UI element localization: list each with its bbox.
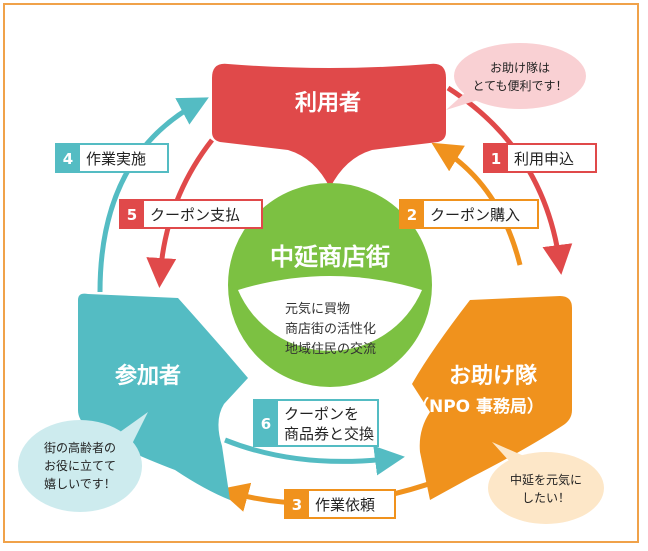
step-label: クーポン購入 xyxy=(430,206,520,224)
node-user-label: 利用者 xyxy=(295,91,361,116)
bubble-participant: 街の高齢者の お役に立てて 嬉しいです！ xyxy=(18,412,148,512)
step-label: 作業依頼 xyxy=(315,496,375,514)
step-3: 3 作業依頼 xyxy=(284,489,396,519)
bubble-user: お助け隊は とても便利です！ xyxy=(446,43,586,110)
bubble-line: お助け隊は xyxy=(490,60,550,75)
diagram-frame xyxy=(3,3,639,543)
node-user: 利用者 xyxy=(212,63,446,188)
center-item: 商店街の活性化 xyxy=(285,322,376,337)
node-center: 中延商店街 元気に買物 商店街の活性化 地域住民の交流 xyxy=(228,183,432,387)
step-6: 6 クーポンを 商品券と交換 xyxy=(253,399,379,447)
node-helper: お助け隊 （NPO 事務局） xyxy=(412,296,572,500)
step-label: 利用申込 xyxy=(514,150,574,168)
bubble-line: 嬉しいです！ xyxy=(44,477,116,491)
step-4: 4 作業実施 xyxy=(55,143,169,173)
arrow-participant-to-user xyxy=(97,97,209,293)
center-label: 中延商店街 xyxy=(270,243,390,271)
arrow-user-to-helper xyxy=(446,85,573,275)
bubble-line: お役に立てて xyxy=(44,458,116,473)
step-number: 5 xyxy=(127,206,137,224)
bubble-line: 中延を元気に xyxy=(510,472,582,487)
step-5: 5 クーポン支払 xyxy=(119,199,263,229)
arrow-helper-to-user xyxy=(431,142,523,266)
node-participant: 参加者 xyxy=(78,293,248,500)
arrow-participant-to-helper xyxy=(224,437,405,476)
bubble-line: 街の高齢者の xyxy=(44,440,116,455)
bubble-helper: 中延を元気に したい！ xyxy=(488,442,604,524)
step-label-line2: 商品券と交換 xyxy=(284,425,374,443)
step-label: クーポンを xyxy=(284,405,359,423)
step-number: 6 xyxy=(261,415,271,433)
step-number: 1 xyxy=(491,150,501,168)
node-helper-sublabel: （NPO 事務局） xyxy=(412,396,544,417)
step-number: 2 xyxy=(407,206,417,224)
center-item: 地域住民の交流 xyxy=(285,341,376,357)
step-number: 3 xyxy=(292,496,302,514)
bubble-line: したい！ xyxy=(522,491,570,505)
center-item: 元気に買物 xyxy=(285,301,350,317)
step-2: 2 クーポン購入 xyxy=(399,199,539,229)
step-label: クーポン支払 xyxy=(150,206,240,224)
step-1: 1 利用申込 xyxy=(483,143,597,173)
bubble-line: とても便利です！ xyxy=(472,79,567,93)
step-number: 4 xyxy=(63,150,73,168)
step-label: 作業実施 xyxy=(86,150,146,168)
node-helper-label: お助け隊 xyxy=(449,363,538,389)
node-participant-label: 参加者 xyxy=(115,363,181,389)
